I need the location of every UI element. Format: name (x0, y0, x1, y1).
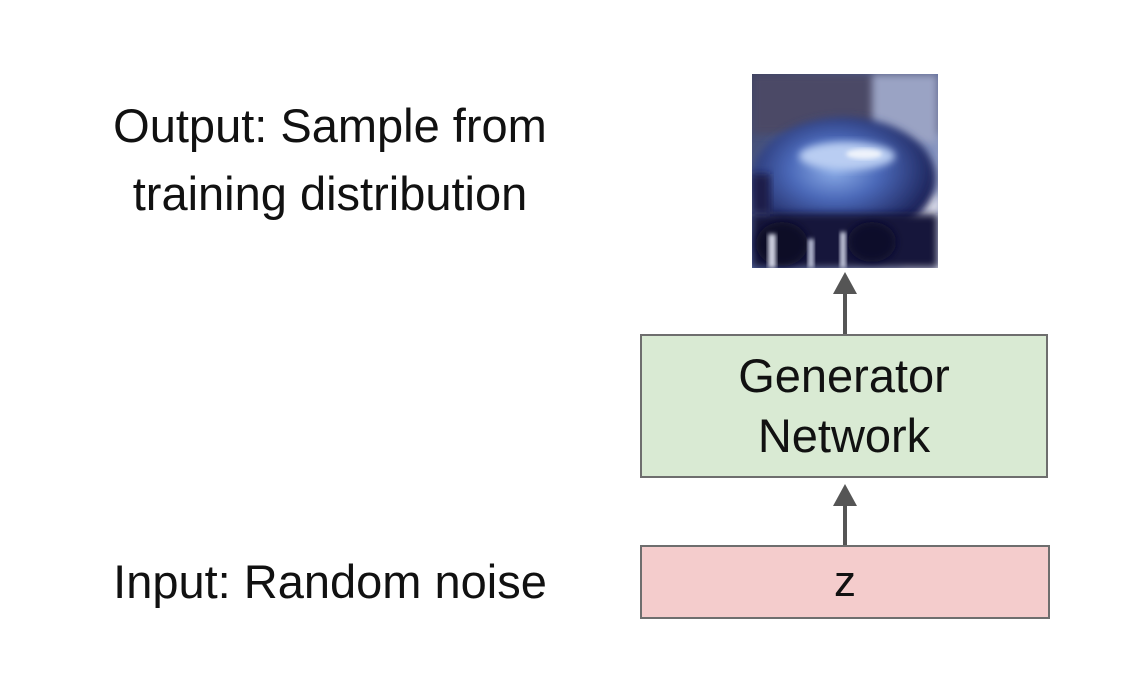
arrow-noise-to-generator (820, 478, 870, 546)
output-label-line2: training distribution (132, 167, 528, 220)
generator-label-line2: Network (757, 409, 931, 462)
generated-sample-image (752, 74, 938, 268)
generator-label-line1: Generator (738, 349, 950, 402)
input-label: Input: Random noise (113, 555, 547, 608)
output-label: Output: Sample from training distributio… (60, 92, 600, 228)
arrow-generator-to-output (820, 268, 870, 334)
noise-z-box: z (640, 545, 1050, 619)
generator-network-label: Generator Network (738, 346, 950, 466)
generated-car-icon (752, 74, 938, 268)
generator-network-box: Generator Network (640, 334, 1048, 478)
output-label-line1: Output: Sample from (113, 99, 547, 152)
noise-z-label: z (834, 557, 856, 606)
